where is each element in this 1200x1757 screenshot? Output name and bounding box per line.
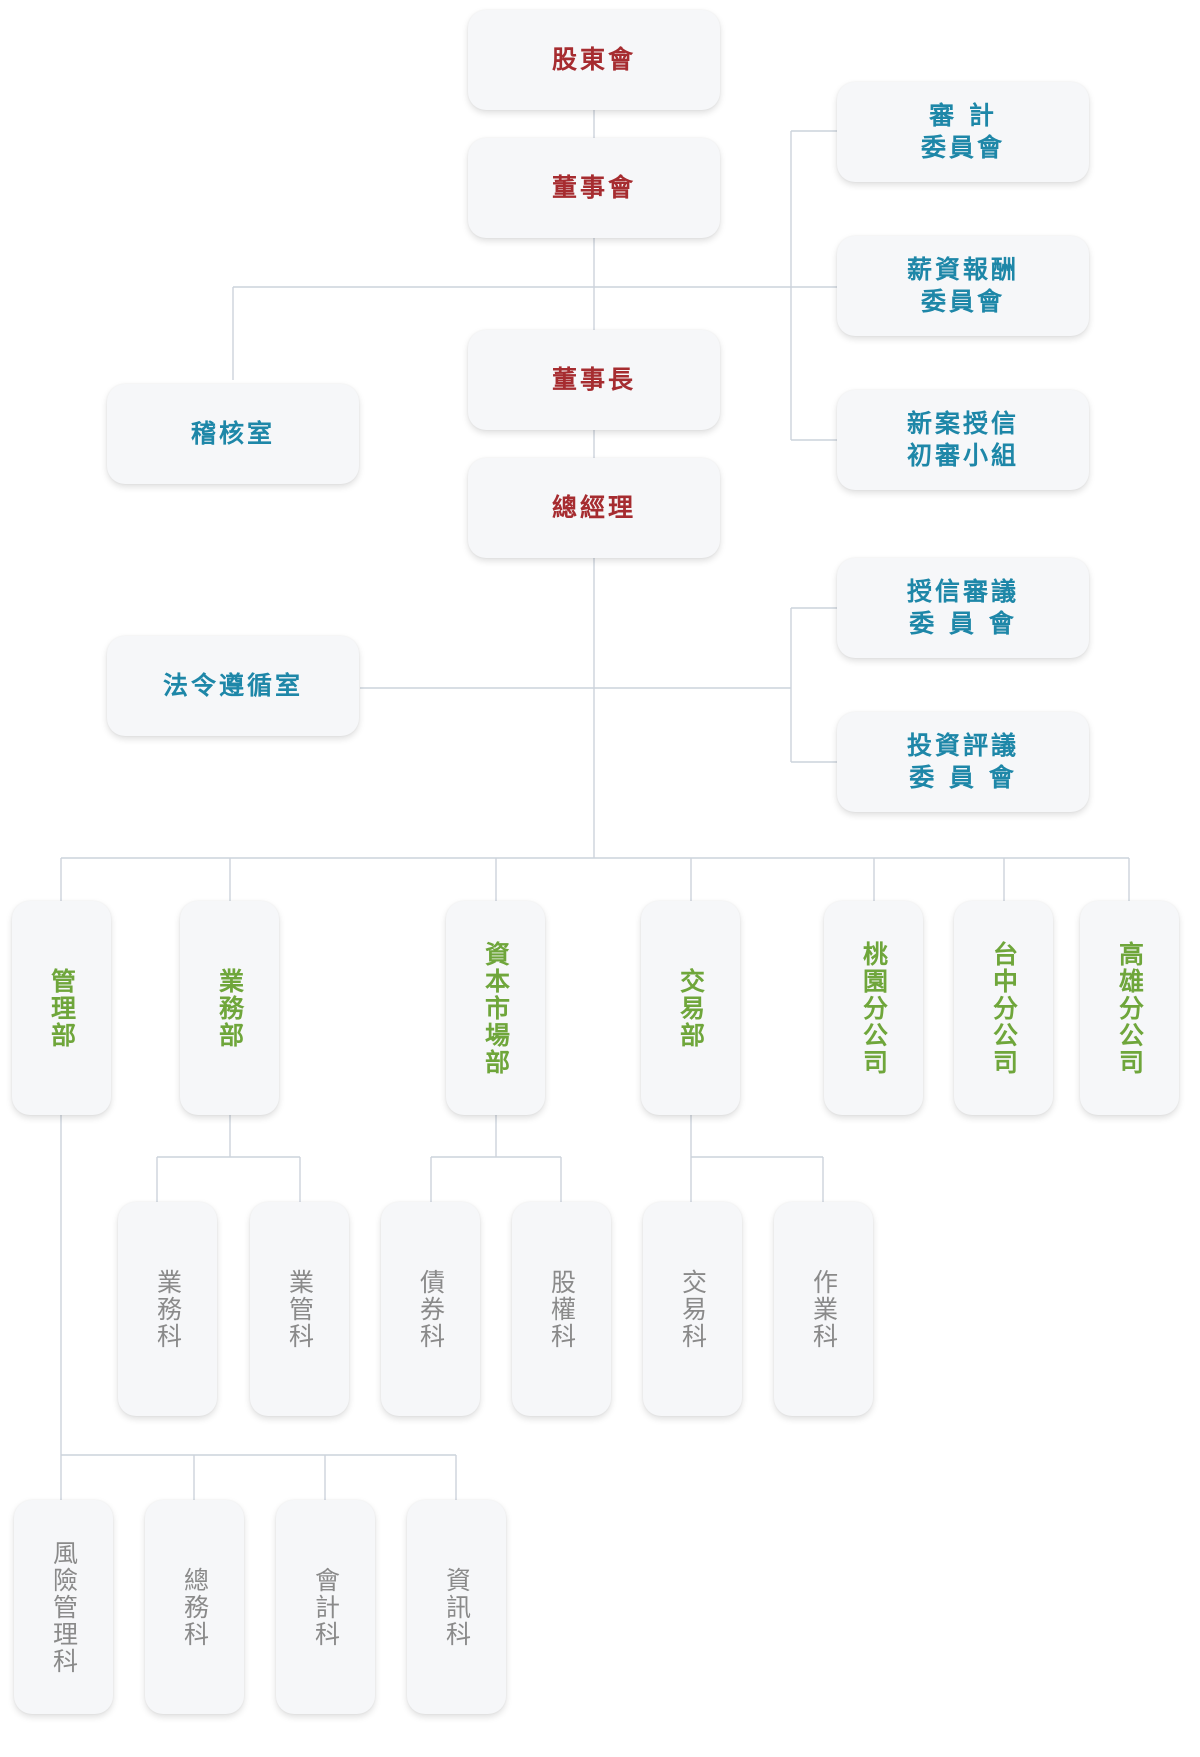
president-box: 總經理 [468,458,720,558]
compliance-office-box: 法令遵循室 [107,636,359,736]
credit-review-committee-box: 授信審議 委 員 會 [837,558,1089,658]
department-capital-market: 資本市場部 [446,901,545,1115]
department-trading: 交易部 [641,901,740,1115]
section-business: 業務科 [118,1202,217,1416]
compensation-committee-box: 薪資報酬 委員會 [837,236,1089,336]
section-business-management: 業管科 [250,1202,349,1416]
investment-review-committee-box: 投資評議 委 員 會 [837,712,1089,812]
department-business: 業務部 [180,901,279,1115]
department-management: 管理部 [12,901,111,1115]
section-operations: 作業科 [774,1202,873,1416]
section-bonds: 債券科 [381,1202,480,1416]
new-credit-review-group-box: 新案授信 初審小組 [837,390,1089,490]
section-equity: 股權科 [512,1202,611,1416]
section-accounting: 會計科 [276,1500,375,1714]
audit-committee-box: 審 計 委員會 [837,82,1089,182]
branch-taoyuan: 桃園分公司 [824,901,923,1115]
section-information: 資訊科 [407,1500,506,1714]
section-trading: 交易科 [643,1202,742,1416]
shareholders-meeting-box: 股東會 [468,10,720,110]
board-of-directors-box: 董事會 [468,138,720,238]
branch-taichung: 台中分公司 [954,901,1053,1115]
chairman-box: 董事長 [468,330,720,430]
audit-office-box: 稽核室 [107,384,359,484]
branch-kaohsiung: 高雄分公司 [1080,901,1179,1115]
section-general-affairs: 總務科 [145,1500,244,1714]
section-risk-management: 風險管理科 [14,1500,113,1714]
